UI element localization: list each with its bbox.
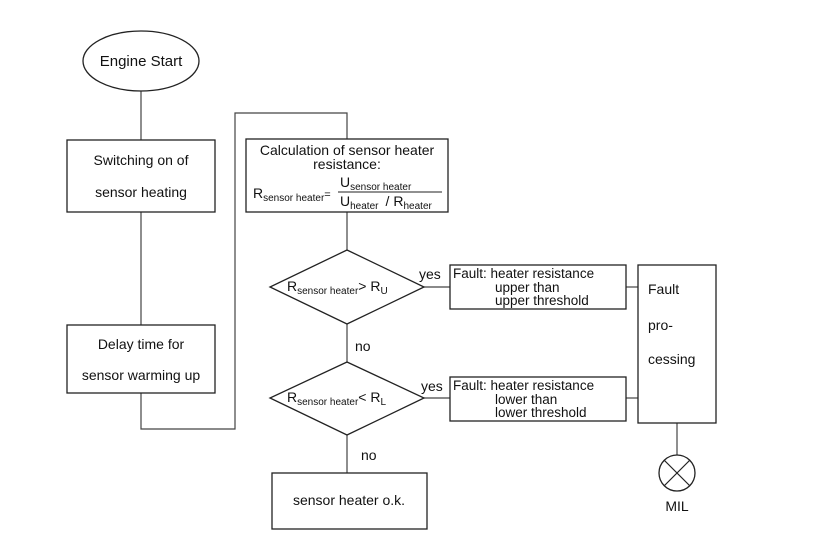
ok-label: sensor heater o.k. — [293, 492, 405, 508]
delay-line-2: sensor warming up — [82, 367, 200, 383]
mil-cross-line-2 — [663, 459, 691, 487]
cond-upper-node: Rsensor heater> RU — [268, 249, 426, 325]
fault-upper-line-1: Fault: heater resistance — [453, 266, 594, 281]
switch-on-line-2: sensor heating — [95, 184, 187, 200]
fault-lower-line-3: lower threshold — [495, 405, 587, 420]
fault-processing-box — [637, 264, 717, 424]
start-node: Engine Start — [82, 30, 200, 92]
fault-upper-line-3: upper threshold — [495, 293, 589, 308]
ok-node: sensor heater o.k. — [271, 472, 428, 530]
edge-label-yes-lower: yes — [421, 378, 443, 394]
cond-upper-diamond — [268, 249, 426, 325]
cond-lower-node: Rsensor heater< RL — [268, 361, 426, 436]
edge-delay-to-calc — [140, 112, 348, 430]
connectors — [140, 91, 678, 473]
calc-node: Calculation of sensor heater resistance:… — [245, 138, 449, 213]
delay-box — [66, 324, 216, 394]
edge-label-no-lower: no — [361, 447, 377, 463]
fault-lower-line-2: lower than — [495, 392, 557, 407]
calc-title-line-2: resistance: — [313, 156, 381, 172]
switch-on-line-1: Switching on of — [94, 152, 189, 168]
fault-processing-line-3: cessing — [648, 351, 695, 367]
delay-line-1: Delay time for — [98, 336, 185, 352]
formula-denominator: Uheater/Rheater — [340, 193, 433, 212]
edge-label-no-upper: no — [355, 338, 371, 354]
fault-upper-box — [449, 264, 627, 310]
cond-lower-label: Rsensor heater< RL — [287, 389, 386, 408]
formula-lhs: Rsensor heater= — [253, 185, 331, 204]
fault-lower-node: Fault: heater resistance lower than lowe… — [449, 376, 627, 422]
start-label: Engine Start — [100, 53, 183, 70]
formula-numerator: Usensor heater — [340, 174, 412, 193]
fault-processing-line-2: pro- — [648, 317, 673, 333]
mil-label: MIL — [665, 498, 689, 514]
fault-upper-node: Fault: heater resistance upper than uppe… — [449, 264, 627, 310]
cond-lower-diamond — [268, 361, 426, 436]
mil-lamp: MIL — [658, 454, 696, 514]
start-ellipse — [82, 30, 200, 92]
switch-on-node: Switching on of sensor heating — [66, 139, 216, 213]
fault-lower-line-1: Fault: heater resistance — [453, 378, 594, 393]
delay-node: Delay time for sensor warming up — [66, 324, 216, 394]
switch-on-box — [66, 139, 216, 213]
cond-upper-label: Rsensor heater> RU — [287, 278, 388, 297]
fault-processing-node: Fault pro- cessing — [637, 264, 717, 424]
calc-title-line-1: Calculation of sensor heater — [260, 142, 435, 158]
calc-box — [245, 138, 449, 213]
fault-upper-line-2: upper than — [495, 280, 560, 295]
edge-label-yes-upper: yes — [419, 266, 441, 282]
fault-processing-line-1: Fault — [648, 281, 679, 297]
ok-box — [271, 472, 428, 530]
calc-formula: Rsensor heater= Usensor heater Uheater/R… — [253, 174, 442, 212]
fault-lower-box — [449, 376, 627, 422]
